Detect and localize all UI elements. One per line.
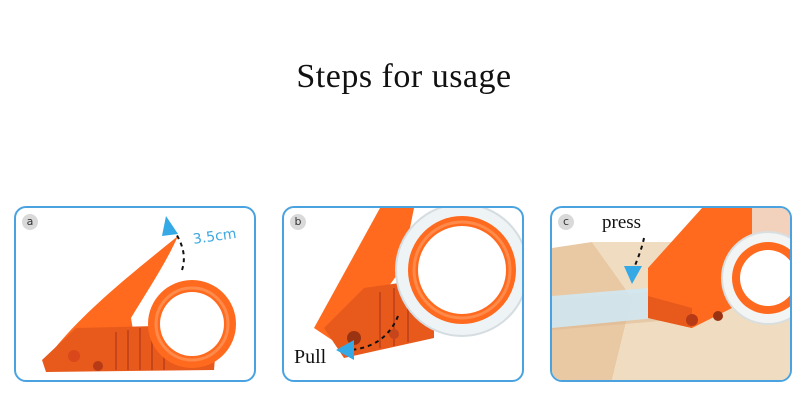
step-badge: a [22, 214, 38, 230]
step-badge: b [290, 214, 306, 230]
step-panel-b: b Pull [282, 206, 524, 382]
tape-dispenser-icon [42, 216, 236, 372]
step-panel-a: a 3.5cm [14, 206, 256, 382]
pull-label: Pull [294, 346, 327, 368]
step-panel-c: c press [550, 206, 792, 382]
page-title: Steps for usage [296, 58, 512, 95]
step-badge: c [558, 214, 574, 230]
tape-roll-icon [314, 208, 522, 360]
press-label: press [602, 212, 642, 233]
box-sealing-icon [552, 208, 790, 380]
